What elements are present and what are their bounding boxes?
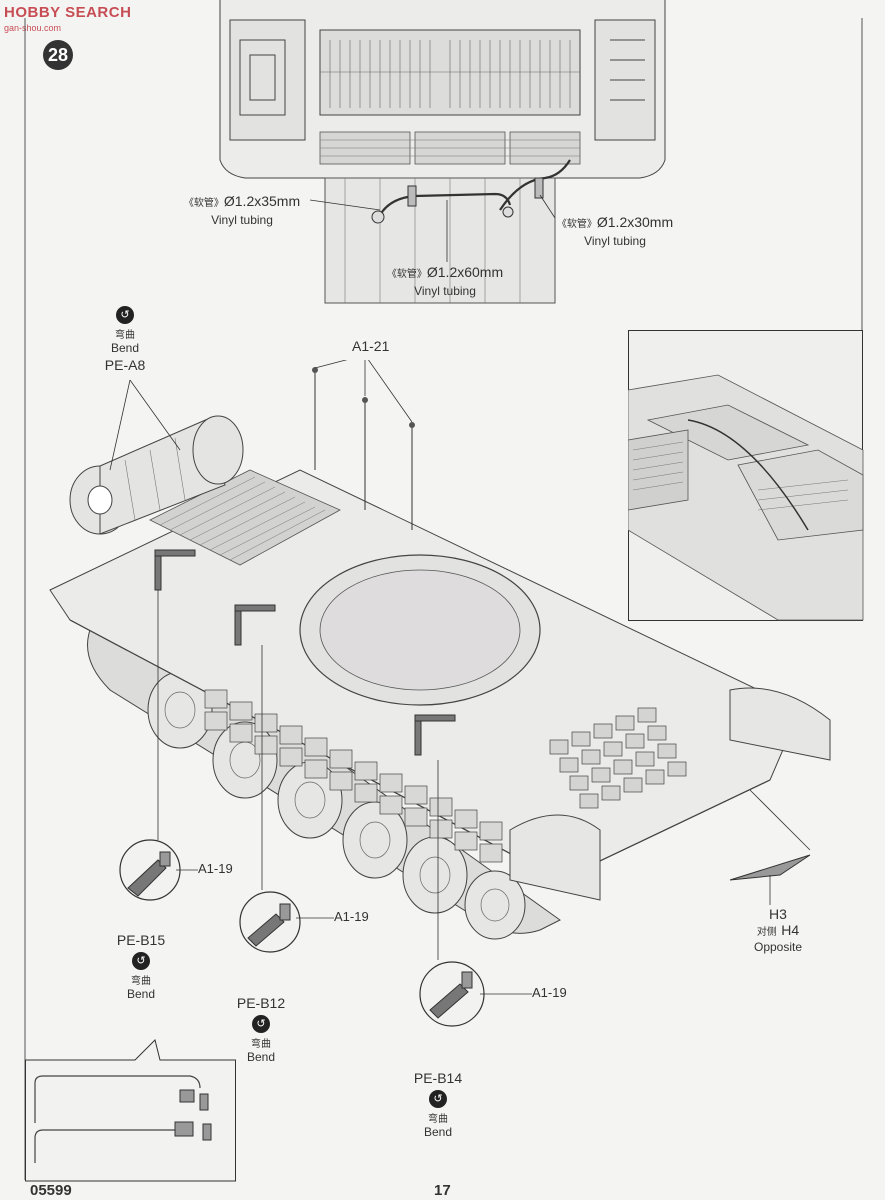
callout-pe-b15-bend-cn: 弯曲 (131, 976, 151, 987)
callout-h3-h4: H3 对侧 H4 Opposite (738, 906, 818, 954)
callout-pe-b12-bend-en: Bend (246, 1050, 276, 1064)
detail-inset-top-right (628, 330, 864, 621)
leader-a1-19-2 (296, 917, 334, 919)
callout-opposite-cn: 对侧 (756, 927, 777, 938)
watermark-logo-text: HOBBY SEARCH (4, 4, 132, 21)
callout-pe-b12: PE-B12 ↺ 弯曲 Bend (225, 995, 297, 1064)
leader-a1-19-1 (176, 869, 198, 871)
detail-circle-pe-b15 (119, 839, 181, 901)
top-deck-illustration (219, 0, 666, 304)
callout-tubing-60: 《软管》Ø1.2x60mm Vinyl tubing (375, 264, 515, 298)
label-a1-19-1: A1-19 (198, 861, 233, 876)
callout-pe-a8-part: PE-A8 (104, 357, 146, 373)
callout-tubing-35-size: Ø1.2x35mm (223, 193, 301, 209)
callout-pe-b14-part: PE-B14 (413, 1070, 463, 1086)
callout-opposite-en: Opposite (753, 940, 803, 954)
callout-tubing-30-cn: 《软管》 (556, 219, 597, 230)
callout-tubing-60-cn: 《软管》 (386, 269, 427, 280)
callout-pe-a8: ↺ 弯曲 Bend PE-A8 (90, 306, 160, 373)
label-a1-19-3: A1-19 (532, 985, 567, 1000)
callout-pe-a8-bend-en: Bend (110, 341, 140, 355)
footer-kit-number: 05599 (30, 1182, 72, 1199)
detail-inset-bottom-left (25, 1039, 236, 1182)
watermark-site-text: gan-shou.com (4, 23, 62, 33)
callout-pe-b15-part: PE-B15 (116, 932, 166, 948)
callout-tubing-35-en: Vinyl tubing (211, 213, 273, 227)
detail-circle-pe-b12 (239, 891, 301, 953)
detail-circle-pe-b14 (419, 961, 485, 1027)
callout-pe-b15-bend-en: Bend (126, 987, 156, 1001)
callout-tubing-35-cn: 《软管》 (183, 198, 224, 209)
footer-page-number: 17 (434, 1182, 451, 1199)
callout-tubing-60-en: Vinyl tubing (414, 284, 476, 298)
watermark-logo: HOBBY SEARCH gan-shou.com (4, 4, 164, 38)
callout-pe-b12-bend-cn: 弯曲 (251, 1039, 271, 1050)
callout-pe-b14-bend-cn: 弯曲 (428, 1114, 448, 1125)
callout-pe-b15: PE-B15 ↺ 弯曲 Bend (105, 932, 177, 1001)
callout-tubing-60-size: Ø1.2x60mm (426, 264, 504, 280)
callout-pe-b14: PE-B14 ↺ 弯曲 Bend (402, 1070, 474, 1139)
callout-h3: H3 (769, 906, 787, 922)
label-a1-21: A1-21 (352, 338, 390, 354)
bend-icon: ↺ (252, 1015, 270, 1033)
callout-tubing-30: 《软管》Ø1.2x30mm Vinyl tubing (545, 214, 685, 248)
callout-pe-b12-part: PE-B12 (236, 995, 286, 1011)
callout-pe-b14-bend-en: Bend (423, 1125, 453, 1139)
bend-icon: ↺ (132, 952, 150, 970)
bend-icon: ↺ (429, 1090, 447, 1108)
bend-icon: ↺ (116, 306, 134, 324)
step-number-badge: 28 (43, 40, 73, 70)
callout-h4: H4 (781, 922, 800, 938)
callout-tubing-30-size: Ø1.2x30mm (596, 214, 674, 230)
callout-tubing-35: 《软管》Ø1.2x35mm Vinyl tubing (172, 193, 312, 227)
tank-hull-illustration (49, 360, 831, 960)
leader-a1-19-3 (480, 993, 532, 995)
callout-tubing-30-en: Vinyl tubing (584, 234, 646, 248)
callout-pe-a8-bend-cn: 弯曲 (115, 330, 135, 341)
label-a1-19-2: A1-19 (334, 909, 369, 924)
